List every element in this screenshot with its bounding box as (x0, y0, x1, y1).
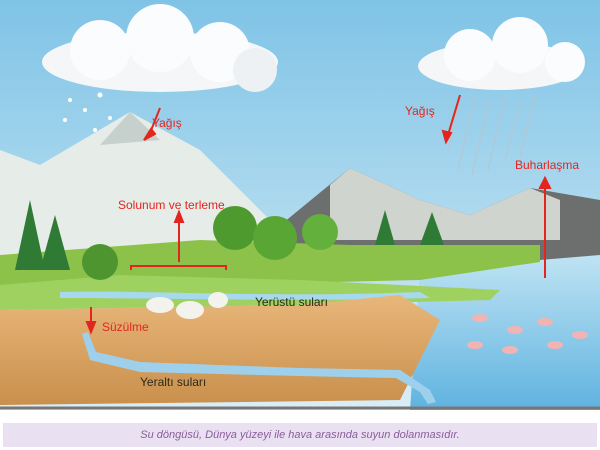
surface-river (60, 291, 430, 300)
trees (15, 200, 444, 280)
cloud-right (418, 17, 585, 90)
fish (467, 314, 588, 354)
figure-caption: Su döngüsü, Dünya yüzeyi ile hava arasın… (3, 423, 597, 447)
cloud-left (42, 4, 278, 92)
label-surface-water: Yerüstü suları (255, 295, 328, 309)
water-cycle-illustration (0, 0, 600, 410)
soil (0, 295, 440, 405)
label-transpiration: Solunum ve terleme (118, 198, 225, 212)
label-precipitation-left: Yağış (152, 116, 182, 130)
arrows (85, 94, 552, 335)
underground-river (82, 332, 436, 404)
label-precipitation-right: Yağış (405, 104, 435, 118)
lake (410, 255, 600, 410)
label-groundwater: Yeraltı suları (140, 375, 207, 389)
label-infiltration: Süzülme (102, 320, 149, 334)
rain (447, 94, 536, 176)
sheep (146, 292, 228, 319)
label-evaporation: Buharlaşma (515, 158, 580, 172)
snowflakes (63, 92, 112, 132)
